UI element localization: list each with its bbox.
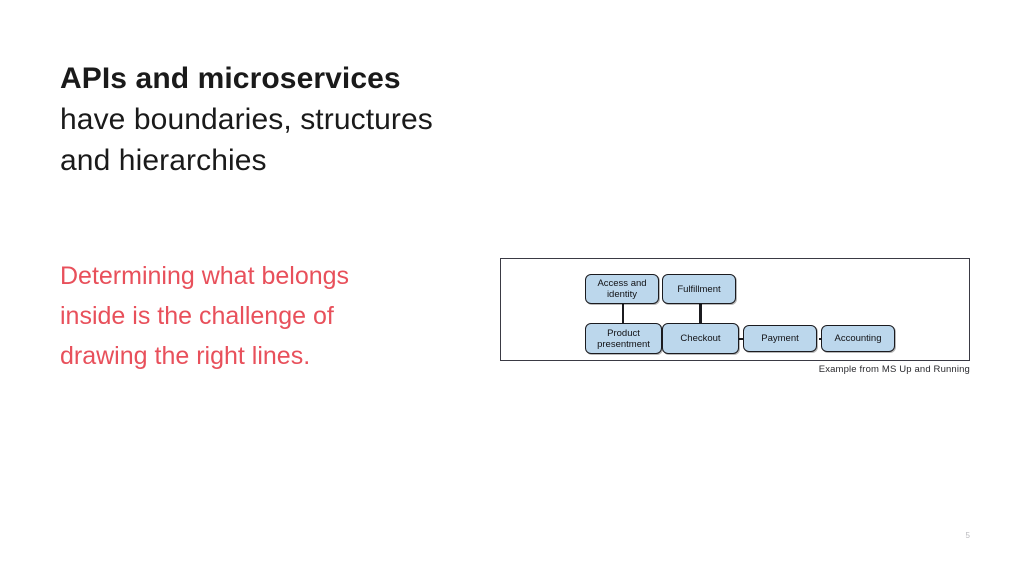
diagram-inner: Access and identity Fulfillment Product … xyxy=(501,259,969,360)
subtitle: Determining what belongs inside is the c… xyxy=(60,256,460,376)
node-accounting-label: Accounting xyxy=(834,333,882,344)
node-checkout-label: Checkout xyxy=(680,333,721,344)
node-product-presentment-label-line1: Product xyxy=(607,327,640,339)
node-access-and-identity: Access and identity xyxy=(585,274,659,304)
title-line-1: APIs and microservices xyxy=(60,62,401,95)
subtitle-line-3: drawing the right lines. xyxy=(60,342,311,370)
figure-caption: Example from MS Up and Running xyxy=(818,364,970,375)
connector-fulfillment-to-checkout xyxy=(699,303,702,325)
node-access-and-identity-label-line1: Access and xyxy=(597,278,647,289)
node-accounting: Accounting xyxy=(821,325,895,352)
subtitle-line-1: Determining what belongs xyxy=(60,262,350,290)
title-line-2: have boundaries, structures xyxy=(60,103,433,136)
subtitle-line-2: inside is the challenge of xyxy=(60,302,334,330)
node-product-presentment: Product presentment xyxy=(585,323,662,354)
connector-access-to-product xyxy=(622,303,624,325)
page-title: APIs and microservices have boundaries, … xyxy=(60,58,530,181)
page-number: 5 xyxy=(965,531,970,540)
microservices-diagram: Access and identity Fulfillment Product … xyxy=(500,258,970,361)
node-fulfillment: Fulfillment xyxy=(662,274,736,304)
node-fulfillment-label: Fulfillment xyxy=(677,283,721,295)
node-product-presentment-label-line2: presentment xyxy=(597,338,650,350)
node-payment-label: Payment xyxy=(761,333,799,344)
node-payment: Payment xyxy=(743,325,817,352)
node-access-and-identity-label-line2: identity xyxy=(606,289,638,300)
title-line-3: and hierarchies xyxy=(60,144,267,177)
node-checkout: Checkout xyxy=(662,323,739,354)
